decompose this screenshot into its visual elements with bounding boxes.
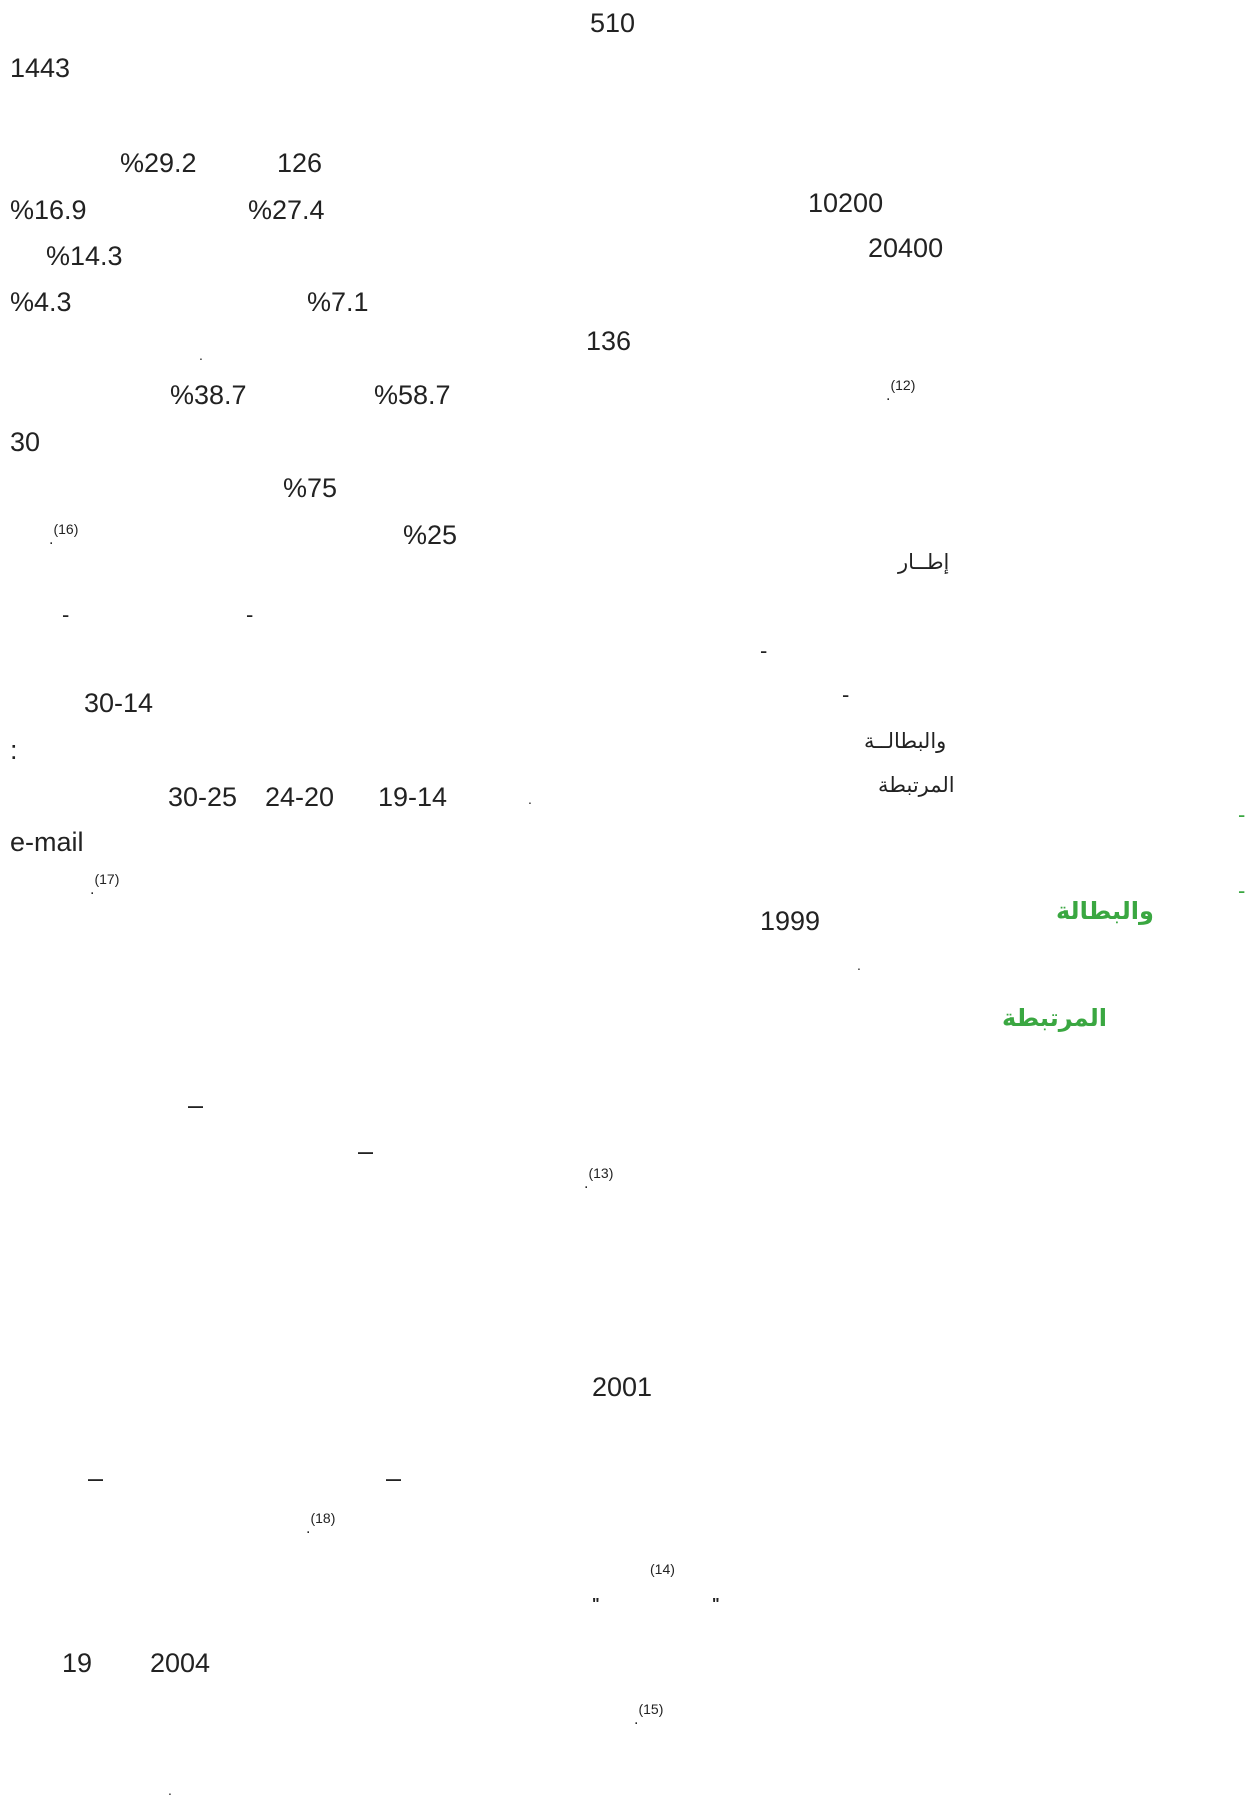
footnote-ref-13: .(13) (584, 1164, 613, 1199)
number-136: 136 (586, 326, 632, 356)
footnote-ref-17: .(17) (90, 870, 119, 905)
heading-murtabita: المرتبطة (1002, 1005, 1107, 1032)
number-510: 510 (590, 8, 636, 38)
footnote-dot: . (90, 881, 95, 898)
percent-38-7: %38.7 (170, 380, 247, 410)
age-range-30-25: 30-25 (168, 782, 238, 812)
footnote-dot: . (886, 387, 891, 404)
footnote-ref-14: (14) (650, 1560, 675, 1590)
footnote-ref-18: .(18) (306, 1509, 335, 1544)
en-dash: – (88, 1463, 104, 1493)
quote-mark-open: " (592, 1596, 600, 1613)
age-range-19-14: 19-14 (378, 782, 448, 812)
footnote-ref-12: .(12) (886, 376, 915, 411)
number-30: 30 (10, 427, 41, 457)
number-126: 126 (277, 148, 323, 178)
percent-25: %25 (403, 520, 458, 550)
footnote-dot: . (306, 1520, 311, 1537)
en-dash: – (188, 1090, 204, 1120)
dash-marker: - (842, 682, 850, 707)
percent-14-3: %14.3 (46, 241, 123, 271)
percent-58-7: %58.7 (374, 380, 451, 410)
footnote-number: (13) (588, 1165, 614, 1181)
stray-dot: . (857, 957, 861, 973)
age-range-24-20: 24-20 (265, 782, 335, 812)
dash-marker: - (760, 638, 768, 663)
green-dash-marker: - (1238, 802, 1246, 827)
heading-walbitala: والبطالة (1056, 898, 1154, 925)
en-dash: – (386, 1463, 402, 1493)
percent-4-3: %4.3 (10, 287, 72, 317)
green-dash-marker: - (1238, 878, 1246, 903)
footnote-dot: . (49, 531, 54, 548)
footnote-dot: . (634, 1711, 639, 1728)
footnote-number: (12) (890, 377, 916, 393)
dash-marker: - (62, 602, 70, 627)
en-dash: – (358, 1136, 374, 1166)
email-word: e-mail (10, 827, 84, 857)
number-19: 19 (62, 1648, 93, 1678)
year-2001: 2001 (592, 1372, 653, 1402)
percent-7-1: %7.1 (307, 287, 369, 317)
footnote-ref-16: .(16) (49, 520, 78, 555)
year-1999: 1999 (760, 906, 821, 936)
percent-75: %75 (283, 473, 338, 503)
word-walbitala: والبطالــة (864, 730, 947, 753)
footnote-number: (16) (53, 521, 79, 537)
percent-16-9: %16.9 (10, 195, 87, 225)
colon-marker: : (10, 735, 18, 765)
percent-29-2: %29.2 (120, 148, 197, 178)
number-20400: 20400 (868, 233, 944, 263)
stray-dot: . (168, 1782, 172, 1798)
number-1443: 1443 (10, 53, 71, 83)
stray-dot: . (528, 791, 532, 807)
stray-dot: . (199, 347, 203, 363)
percent-27-4: %27.4 (248, 195, 325, 225)
dash-marker: - (246, 602, 254, 627)
footnote-number: (14) (650, 1561, 675, 1577)
footnote-number: (18) (310, 1510, 336, 1526)
footnote-number: (15) (638, 1701, 664, 1717)
footnote-dot: . (584, 1175, 589, 1192)
quote-mark-close: " (712, 1596, 720, 1613)
number-10200: 10200 (808, 188, 884, 218)
age-range-14-30: 30-14 (84, 688, 154, 718)
footnote-number: (17) (94, 871, 120, 887)
footnote-ref-15: .(15) (634, 1700, 663, 1735)
word-itar: إطــار (898, 551, 950, 574)
year-2004: 2004 (150, 1648, 211, 1678)
word-murtabita: المرتبطة (878, 774, 955, 797)
